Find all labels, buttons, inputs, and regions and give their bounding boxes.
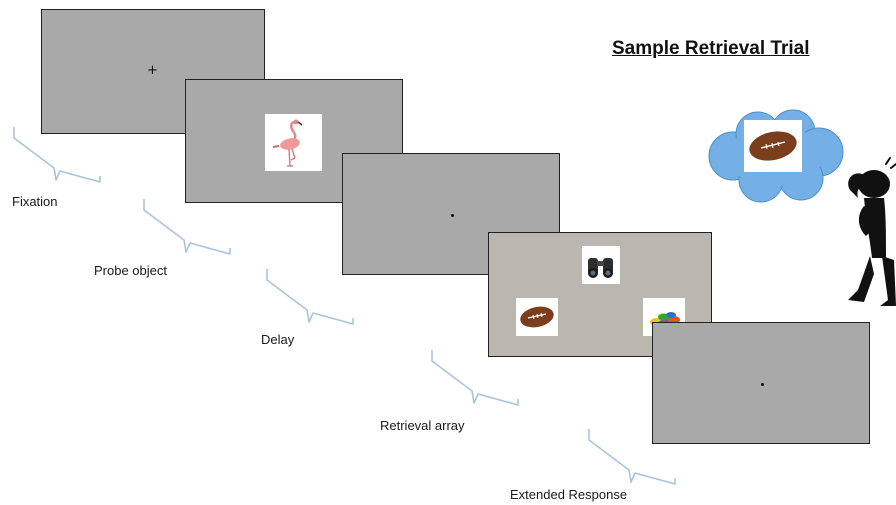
delay-brace	[266, 269, 354, 325]
football-image	[516, 298, 558, 336]
thought-football-image	[749, 131, 797, 161]
response-dot	[761, 383, 764, 386]
probe-screen	[185, 79, 403, 203]
response-brace	[588, 429, 676, 485]
diagram-title: Sample Retrieval Trial	[612, 38, 810, 59]
stage-label-probe: Probe object	[94, 263, 167, 278]
stage-label-fixation: Fixation	[12, 194, 58, 209]
stage-label-response: Extended Response	[510, 487, 628, 502]
delay-dot	[451, 214, 454, 217]
stage-label-retrieval: Retrieval array	[380, 418, 465, 433]
stage-label-delay: Delay	[261, 332, 295, 347]
flamingo-image	[265, 114, 322, 171]
thinking-figure	[848, 157, 896, 306]
response-screen	[652, 322, 870, 444]
fixation-cross: +	[147, 63, 158, 78]
retrieval-screen	[488, 232, 712, 357]
thought-cloud	[708, 109, 844, 203]
fixation-brace	[13, 127, 101, 183]
probe-brace	[143, 199, 231, 255]
binoculars-image	[582, 246, 620, 284]
retrieval-brace	[431, 350, 519, 406]
fixation-screen: +	[41, 9, 265, 134]
